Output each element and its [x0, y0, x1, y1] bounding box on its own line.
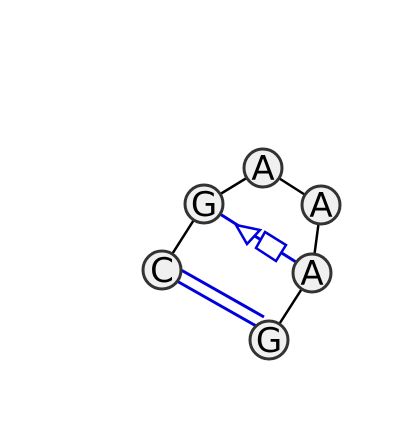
- nucleotide-label: G: [191, 185, 217, 225]
- nucleotide-label: A: [300, 254, 323, 294]
- nucleotide-label: A: [251, 149, 274, 189]
- basepair-c-g: [167, 264, 265, 329]
- basepair-g-a-noncanonical: [219, 212, 297, 264]
- nucleotide-a-top: A: [242, 147, 284, 189]
- square-symbol: [254, 230, 288, 263]
- nucleotide-c: C: [141, 249, 183, 291]
- nucleotide-g-top: G: [183, 183, 225, 225]
- nucleotide-label: G: [256, 321, 282, 361]
- triangle-symbol: [233, 223, 263, 247]
- nucleotide-a-right: A: [300, 184, 342, 226]
- nucleotide-a-lower: A: [291, 252, 333, 294]
- nucleotide-label: C: [150, 251, 174, 291]
- nucleotide-label: A: [309, 186, 332, 226]
- nucleotide-g-bottom: G: [248, 319, 290, 361]
